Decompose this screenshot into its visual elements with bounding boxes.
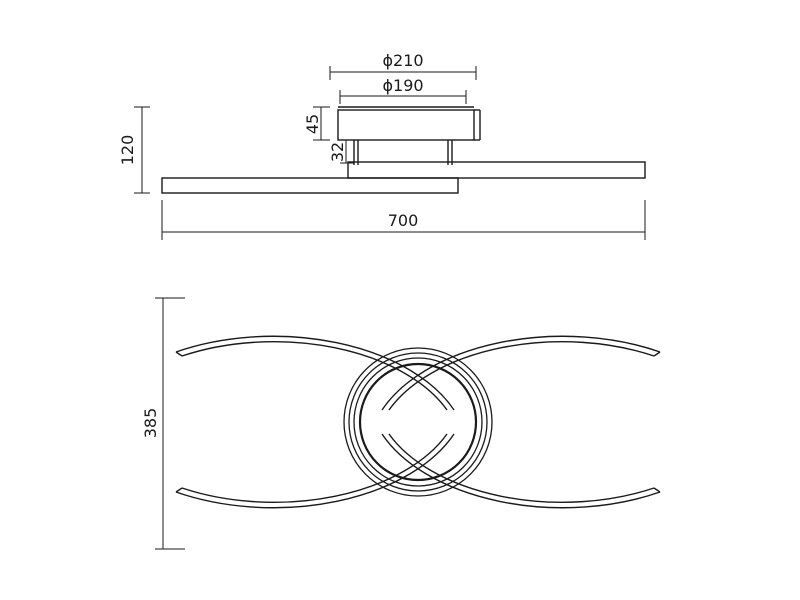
dim-outer-diameter: ϕ210 [329, 51, 477, 80]
dim-outer-diameter-label: ϕ210 [382, 51, 423, 70]
upper-arm [347, 161, 646, 179]
dim-inner-diameter: ϕ190 [339, 76, 467, 104]
center-canopy [343, 347, 493, 497]
canopy [337, 106, 481, 141]
dim-spacer-height: 32 [328, 139, 354, 164]
dim-total-width-label: 700 [388, 211, 419, 230]
left-arc-arm [175, 335, 455, 509]
dim-spacer-height-label: 32 [328, 142, 347, 162]
dim-total-width: 700 [161, 200, 646, 240]
right-arc-arm [381, 335, 661, 509]
side-view: ϕ210 ϕ190 45 32 120 [118, 51, 646, 240]
dim-canopy-height: 45 [303, 106, 330, 141]
top-view: 385 [141, 297, 661, 550]
dim-canopy-height-label: 45 [303, 114, 322, 134]
dim-inner-diameter-label: ϕ190 [382, 76, 423, 95]
dim-total-height-label: 120 [118, 135, 137, 166]
spacer [353, 140, 453, 165]
dim-depth: 385 [141, 297, 185, 550]
lower-arm [161, 177, 459, 194]
dim-total-height: 120 [118, 106, 150, 194]
dim-depth-label: 385 [141, 408, 160, 439]
